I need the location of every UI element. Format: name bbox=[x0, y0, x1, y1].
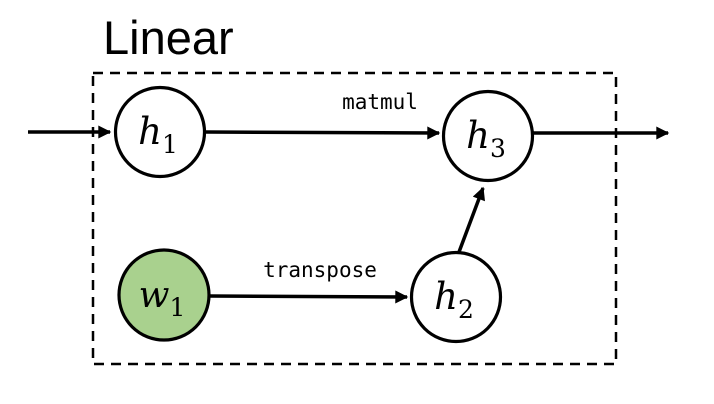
node-h2-label-sub: 2 bbox=[458, 295, 474, 324]
node-h3-label: h3 bbox=[466, 114, 506, 163]
node-w1-circle bbox=[117, 248, 211, 342]
matmul-edge-label: matmul bbox=[342, 90, 418, 114]
node-h1-label-sub: 1 bbox=[162, 130, 178, 159]
edge-h2-to-h3-arrow bbox=[457, 186, 485, 253]
edge-h1-to-h3-arrow bbox=[204, 126, 441, 140]
node-w1-label-main: w bbox=[139, 275, 170, 316]
node-h1-circle bbox=[113, 85, 207, 179]
node-h2-label-main: h bbox=[434, 275, 458, 318]
node-h1-label: h1 bbox=[138, 110, 178, 159]
node-h3-circle bbox=[441, 89, 535, 183]
node-w1-label-sub: 1 bbox=[169, 293, 185, 322]
linear-block-boundary bbox=[91, 71, 618, 366]
node-h1-label-main: h bbox=[138, 110, 162, 153]
node-h2-circle bbox=[409, 250, 503, 344]
node-h2-label: h2 bbox=[434, 275, 474, 324]
node-h3-label-sub: 3 bbox=[490, 134, 506, 163]
node-h3-label-main: h bbox=[466, 114, 490, 157]
block-title: Linear bbox=[103, 11, 234, 64]
node-w1-label: w1 bbox=[139, 275, 186, 322]
transpose-edge-label: transpose bbox=[263, 258, 377, 282]
edge-w1-to-h2-arrow bbox=[208, 290, 409, 304]
